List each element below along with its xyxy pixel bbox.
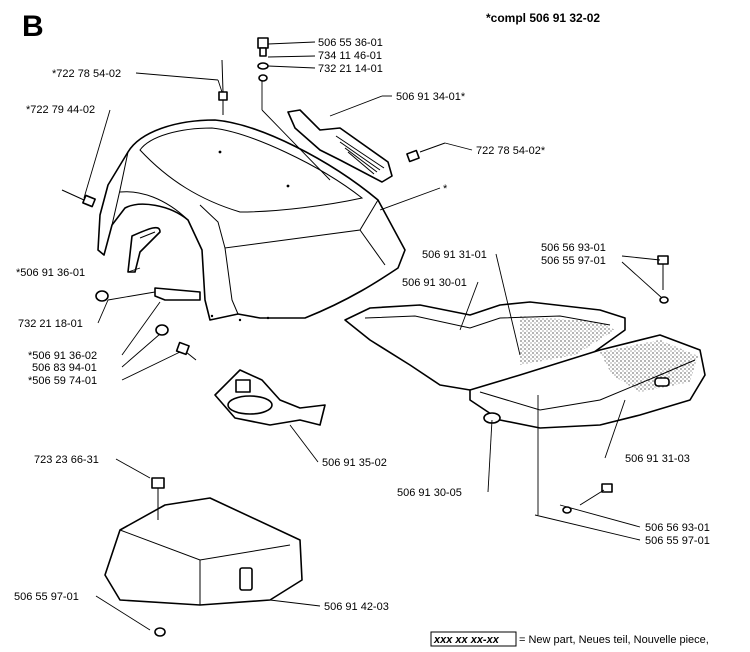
label-506-91-36-01: *506 91 36-01 [16, 267, 85, 279]
screw-right-bottom [562, 483, 613, 514]
label-506-83-94-01: 506 83 94-01 [32, 362, 97, 374]
screw-right-top [657, 255, 669, 304]
label-506-55-97-01-top: 506 55 97-01 [541, 255, 606, 267]
pin-top [218, 59, 228, 115]
section-letter: B [22, 10, 44, 43]
hood-bracket [127, 226, 161, 273]
hood-cover [97, 119, 406, 322]
label-722-79-44-02: *722 79 44-02 [26, 104, 95, 116]
cup-holder-bracket [214, 369, 326, 426]
label-723-23-66-31: 723 23 66-31 [34, 454, 99, 466]
label-506-91-34-01: 506 91 34-01* [396, 91, 466, 103]
label-506-91-30-05: 506 91 30-05 [397, 487, 462, 499]
assembly-number: *compl 506 91 32-02 [486, 11, 600, 25]
label-722-78-54-02-right: 722 78 54-02* [476, 145, 546, 157]
legend-text: = New part, Neues teil, Nouvelle piece, [519, 634, 709, 646]
top-fastener-stack [257, 37, 269, 82]
legend-sample-box [430, 631, 517, 647]
pin-right [406, 142, 446, 163]
leader-lines [83, 41, 663, 631]
label-506-91-35-02: 506 91 35-02 [322, 457, 387, 469]
label-506-56-93-01-bottom: 506 56 93-01 [645, 522, 710, 534]
label-722-78-54-02-left: *722 78 54-02 [52, 68, 121, 80]
label-506-59-74-01: *506 59 74-01 [28, 375, 97, 387]
label-506-91-31-03: 506 91 31-03 [625, 453, 690, 465]
label-506-56-93-01-top: 506 56 93-01 [541, 242, 606, 254]
clip-left [154, 287, 201, 361]
label-732-21-14-01: 732 21 14-01 [318, 63, 383, 75]
legend-sample: xxx xx xx-xx [433, 634, 500, 646]
label-506-91-36-02: *506 91 36-02 [28, 350, 97, 362]
label-732-21-18-01: 732 21 18-01 [18, 318, 83, 330]
vent-grille [287, 109, 393, 183]
label-506-91-30-01: 506 91 30-01 [402, 277, 467, 289]
label-506-55-97-01-bottom: 506 55 97-01 [645, 535, 710, 547]
legend: xxx xx xx-xx = New part, Neues teil, Nou… [430, 631, 709, 647]
pin-left [61, 189, 96, 208]
label-506-91-31-01: 506 91 31-01 [422, 249, 487, 261]
label-734-11-46-01: 734 11 46-01 [318, 50, 382, 62]
label-506-55-97-01-left: 506 55 97-01 [14, 591, 79, 603]
nut-left [95, 290, 109, 302]
label-star: * [443, 183, 448, 195]
label-506-55-36-01: 506 55 36-01 [318, 37, 383, 49]
rear-fender [469, 334, 706, 429]
label-506-91-42-03: 506 91 42-03 [324, 601, 389, 613]
battery-cover [104, 477, 303, 637]
